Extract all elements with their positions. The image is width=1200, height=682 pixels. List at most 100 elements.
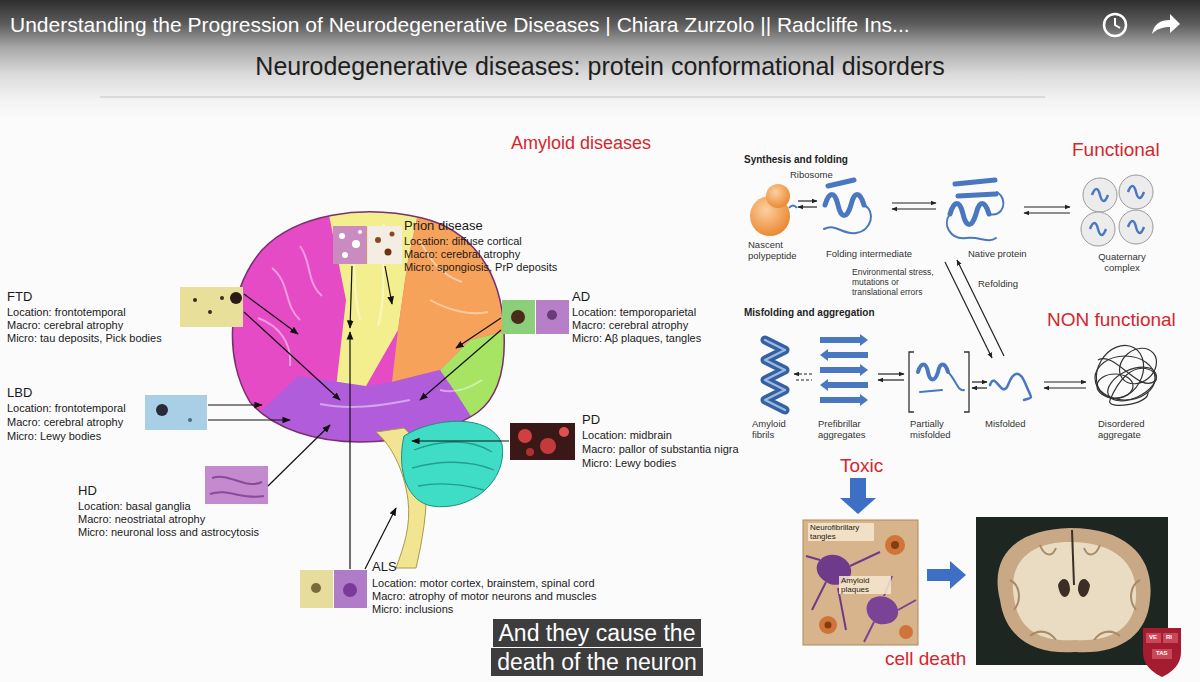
- ribosome: [766, 184, 790, 208]
- state-heading: Functional: [1072, 139, 1160, 161]
- micrograph: [188, 418, 192, 422]
- micrograph: [342, 252, 348, 258]
- equilibrium-arrow: [892, 202, 936, 203]
- disease-name: PD: [582, 413, 600, 428]
- clock-icon: [1115, 18, 1120, 28]
- disease-feature: Micro: Aβ plaques, tangles: [572, 332, 701, 345]
- protein-ribbon: [825, 195, 864, 216]
- disease-feature: Location: midbrain: [582, 429, 672, 442]
- protein-state-label: Quaternary complex: [1084, 252, 1160, 274]
- protein-ribbon: [950, 204, 989, 225]
- disease-feature: Macro: cerebral atrophy: [7, 319, 123, 332]
- equilibrium-arrow: [957, 260, 1004, 356]
- disease-feature: Macro: cerebral atrophy: [572, 319, 688, 332]
- leader-arrow: [208, 266, 509, 569]
- brain-slice-photo: [998, 528, 1151, 652]
- bracket: [909, 352, 914, 412]
- micrograph: [205, 466, 268, 504]
- micrograph: [540, 438, 556, 454]
- disease-feature: Location: diffuse cortical: [404, 235, 522, 248]
- protein-state-label: Native protein: [968, 249, 1027, 260]
- micrograph: [536, 300, 569, 334]
- micrograph: [333, 226, 367, 264]
- micrograph: [526, 448, 534, 456]
- protein-state-label: Misfolded: [985, 419, 1026, 430]
- disordered-aggregate: [1097, 374, 1133, 398]
- tangles-micrograph: [803, 520, 918, 645]
- micrograph: [230, 292, 242, 304]
- tangles-micrograph: [825, 622, 832, 629]
- disordered-aggregate: [1087, 337, 1164, 408]
- disease-name: AD: [572, 290, 590, 305]
- tangles-micrograph: [819, 616, 837, 634]
- micrograph: [343, 583, 357, 597]
- beta-sheet-stack: [820, 334, 868, 346]
- disease-feature: Macro: atrophy of motor neurons and musc…: [372, 590, 596, 603]
- disordered-aggregate: [1098, 359, 1156, 406]
- leader-arrow: [244, 312, 340, 400]
- beta-sheet-stack: [820, 394, 868, 406]
- disease-feature: Macro: cerebral atrophy: [404, 248, 520, 261]
- protein-ribbon: [990, 374, 1031, 400]
- micrograph: [390, 232, 395, 237]
- leader-arrow: [268, 425, 330, 486]
- micrograph: [559, 427, 569, 437]
- equilibrium-arrow: [878, 379, 904, 380]
- ribosome: [789, 206, 797, 209]
- panel-label: Amyloid plaques: [839, 576, 891, 594]
- state-heading: cell death: [885, 648, 966, 670]
- disease-name: Prion disease: [404, 219, 483, 234]
- protein-ribbon: [765, 180, 1031, 410]
- brain-slice-photo: [976, 517, 1168, 665]
- micrograph: [156, 404, 168, 416]
- micrograph: [547, 310, 557, 320]
- brain-slice-photo: [1058, 579, 1090, 597]
- brain-slice-photo: [1010, 545, 1140, 640]
- micrograph: [145, 226, 575, 608]
- equilibrium-arrow: [945, 262, 992, 358]
- disease-feature: Micro: Lewy bodies: [7, 430, 101, 443]
- protein-ribbon: [947, 192, 1004, 240]
- subtitle: And they cause the death of the neuron: [491, 619, 703, 676]
- disease-feature: Macro: cerebral atrophy: [7, 416, 123, 429]
- micrograph: [180, 287, 243, 327]
- disease-name: FTD: [7, 290, 32, 305]
- disease-feature: Location: temporoparietal: [572, 306, 696, 319]
- share-icon: [1152, 14, 1180, 34]
- protein-ribbon: [765, 340, 785, 410]
- disease-feature: Micro: neuronal loss and astrocytosis: [78, 526, 259, 539]
- disease-feature: Macro: pallor of substantia nigra: [582, 443, 739, 456]
- ribosome: [750, 184, 797, 236]
- tangles-micrograph: [803, 520, 918, 645]
- section-heading: Amyloid diseases: [511, 133, 651, 154]
- title-rule: [100, 97, 1045, 98]
- micrograph: [502, 300, 535, 334]
- subtitle-box: And they cause the death of the neuron: [477, 619, 717, 677]
- micrograph: [220, 296, 224, 300]
- micrograph: [385, 249, 392, 256]
- protein-ribbon: [920, 372, 964, 392]
- micrograph: [511, 310, 525, 324]
- protein-state-label: Amyloid fibrils: [752, 419, 797, 441]
- equilibrium-arrow: [794, 373, 812, 374]
- disease-feature: Location: basal ganglia: [78, 500, 191, 513]
- harvard-shield: [1163, 633, 1178, 643]
- disease-feature: Micro: spongiosis, PrP deposits: [404, 261, 557, 274]
- protein-state-label: Ribosome: [790, 170, 833, 181]
- beta-sheet-stack: [820, 364, 868, 376]
- harvard-shield: [1146, 633, 1161, 643]
- beta-sheet-stack: [820, 349, 868, 361]
- protein-state-label: Prefibrillar aggregates: [818, 419, 878, 441]
- protein-state-label: Folding intermediate: [826, 249, 912, 260]
- disease-feature: Micro: Lewy bodies: [582, 457, 676, 470]
- equilibrium-arrow: [878, 373, 904, 374]
- slide-title: Neurodegenerative diseases: protein conf…: [0, 52, 1200, 81]
- micrograph: [334, 570, 367, 608]
- clock-icon: [1104, 14, 1126, 36]
- micrograph: [145, 395, 207, 430]
- leader-arrow: [420, 330, 501, 400]
- protein-ribbon: [765, 340, 785, 410]
- leader-arrow: [208, 404, 262, 405]
- leader-arrow: [456, 318, 501, 348]
- annotation: Refolding: [978, 279, 1018, 290]
